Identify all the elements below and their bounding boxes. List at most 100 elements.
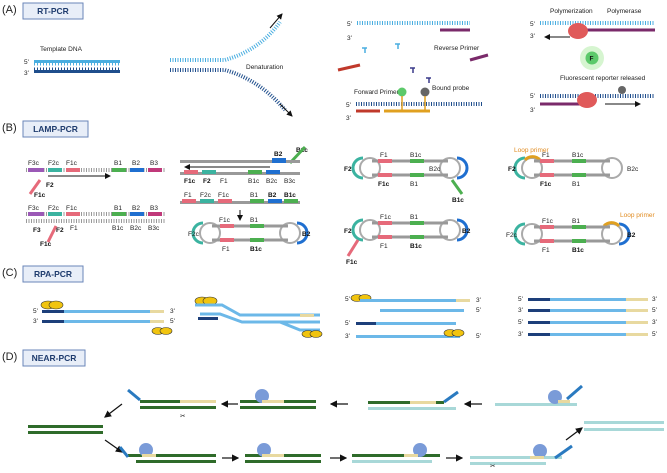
seg-f1c [66,168,80,172]
s6-bip-tail [450,179,464,195]
lbl2-f3c: F3c [28,205,40,212]
seg2-b1 [112,212,126,216]
lbl3-f1c: F1c [184,178,196,185]
near-arrow-in [104,403,123,418]
s6-b1c [410,159,424,163]
seg2-b2 [130,212,144,216]
rpa1-5: 5' [33,308,38,315]
released-reporter [585,51,599,65]
s7-loop-right-color [456,218,469,242]
seg4-b1c [284,199,298,203]
lbl3-f1: F1 [220,178,228,185]
seg-b1 [112,168,126,172]
lbl5-b1c: B1c [250,246,262,253]
panel-a-title: RT-PCR [37,6,69,16]
s7-lbl-f1c-bold: F1c [346,259,358,266]
nt1-primer [127,388,141,402]
panel-b-title-box [22,120,89,138]
fip-tail-2 [46,225,58,243]
rpa1-3r: 3' [170,308,175,315]
rpa3-5d: 5' [476,333,481,340]
five-prime-label-5: 5' [530,93,535,100]
lbl5-b1: B1 [250,217,258,224]
seg-b3 [148,168,162,172]
rpa3-low1-primer [356,322,376,325]
s6-lbl-b1c-bold: B1c [452,197,464,204]
seg3-f1c [184,170,198,174]
nt3-site [410,401,436,404]
lbl3-b1c-2: B1c [248,178,260,185]
s6-loop-right [439,157,461,179]
nt1-strand-2 [140,406,216,409]
seg4-b1 [250,199,264,203]
rpa1-5r: 5' [170,318,175,325]
lbl2-b2c: B2c [130,225,142,232]
seg5-b1c [250,238,264,242]
near-top-row: ✂ [127,384,664,431]
lbl2-b2: B2 [132,205,140,212]
panel-c: (C) RPA-PCR 5' 3' 3' 5' [2,265,657,340]
nt1-strand-1 [140,400,216,403]
nb1-enzyme [139,443,153,457]
seg-f3c [28,168,44,172]
seg2-f3c [28,212,44,216]
reporter-f-label: F [590,56,594,63]
lamp-step-3: B1c B2 F1c F2 F1 B1c B2c B3c [180,145,308,185]
lbl3-f2: F2 [203,178,211,185]
s8-lbl-f1c: F1c [540,181,552,188]
lamp3-template [180,172,300,175]
lbl5-f1: F1 [222,246,230,253]
nb4-strand-1 [470,456,562,459]
s7-loop-left [359,219,381,241]
probe-quencher [420,87,430,97]
rpa3-5b: 5' [476,307,481,314]
fip-tail [28,179,42,195]
three-prime-label: 3' [24,70,29,77]
rpa3-mid [380,309,464,312]
polymerization-label: Polymerization [550,8,593,15]
lbl2-f1c: F1c [66,205,78,212]
s7-lbl-b2: B2 [462,228,471,235]
nb4-site [530,456,544,459]
s6-loop-left [359,157,381,179]
panel-a: (A) RT-PCR Template DNA 5' 3' Denaturati… [2,2,655,122]
panel-b-letter: (B) [2,122,17,134]
seg-b2 [130,168,144,172]
panel-c-title-box [22,265,84,283]
s9-loop-left-color [513,222,526,246]
panel-d-title-box [22,349,86,367]
lamp3-strand [180,160,300,163]
s9-lbl-f2c: F2c [506,232,518,239]
s8-lbl-b1: B1 [572,181,580,188]
probe-reporter [397,87,407,97]
loop-right-b2 [296,221,309,245]
near-arrow-out [104,439,123,453]
lbl4-f2c: F2c [200,192,212,199]
lamp4-strand [180,201,300,204]
rpa3-top [360,299,460,302]
polymerase-label: Polymerase [607,8,642,15]
rpa4-3c: 3' [652,319,657,326]
nt4-site [558,400,570,403]
primer-annealing: 5' 3' Reverse Primer Forward Primer 5' 3… [337,21,489,122]
panel-d-title: NEAR-PCR [32,353,77,363]
lbl-f2: F2 [46,182,54,189]
nt4-strand [495,403,577,406]
s7-lbl-f1: F1 [380,243,388,250]
seg4-f2c [200,199,214,203]
lbl2-b3: B3 [150,205,158,212]
s9-lbl-f1: F1 [542,247,550,254]
lbl-f1c-bold: F1c [34,192,46,199]
rpa2-bottom [279,320,320,332]
seg4-b2 [268,199,282,203]
s9-b1c [572,239,586,243]
lbl2-f3: F3 [33,227,41,234]
rpa4-3d: 3' [518,331,523,338]
lbl2-f2c: F2c [48,205,60,212]
seg2-b3 [148,212,162,216]
lbl5-b2: B2 [302,231,311,238]
denat-strand-top [170,20,282,62]
s8-lbl-f2: F2 [508,166,516,173]
panel-b: (B) LAMP-PCR F3c F2c F1c B1 B2 B3 F2 F1c… [2,120,656,266]
